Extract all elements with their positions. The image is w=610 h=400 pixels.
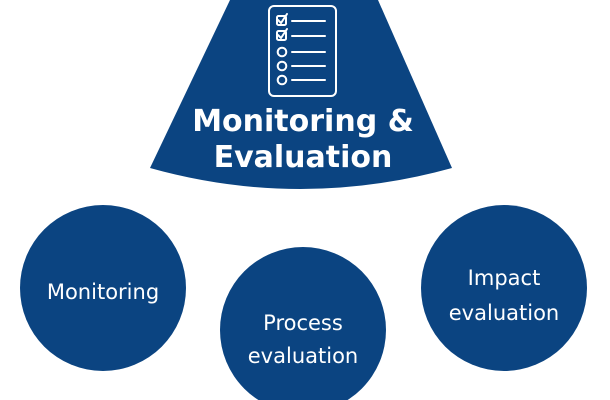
circle-process-evaluation-shape	[220, 247, 386, 400]
circle-impact-evaluation: Impact evaluation	[421, 205, 587, 371]
circle-process-evaluation: Process evaluation	[220, 247, 386, 400]
header-title-line2: Evaluation	[214, 140, 393, 175]
circle-monitoring: Monitoring	[20, 205, 186, 371]
circle-impact-evaluation-shape	[421, 205, 587, 371]
header-title-line1: Monitoring &	[192, 104, 414, 139]
circle-impact-evaluation-label-line1: Impact	[468, 266, 541, 290]
header-sector: Monitoring & Evaluation	[150, 0, 452, 189]
circle-impact-evaluation-label-line2: evaluation	[449, 301, 559, 325]
circle-monitoring-label: Monitoring	[47, 280, 159, 304]
checklist-icon	[268, 5, 337, 97]
circle-monitoring-shape	[20, 205, 186, 371]
circle-process-evaluation-label-line2: evaluation	[248, 344, 358, 368]
circle-process-evaluation-label-line1: Process	[263, 311, 343, 335]
header-sector-shape	[150, 0, 452, 189]
